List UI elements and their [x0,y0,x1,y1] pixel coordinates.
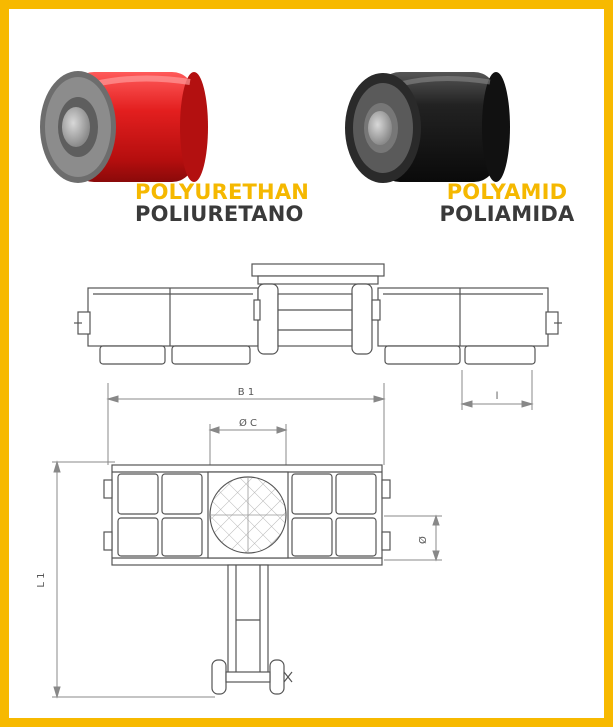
dimension-d [384,514,442,562]
dimension-l [460,370,534,410]
polyamide-label-de: POLYAMID [446,180,568,204]
polyurethane-label-es: POLIURETANO [135,202,304,226]
c-label: Ø C [239,417,257,429]
polyurethane-roller-image [40,71,208,183]
dimension-l1 [52,460,215,699]
polyamide-label-es: POLIAMIDA [439,202,575,226]
polyurethane-label-de: POLYURETHAN [135,180,310,204]
side-view-drawing [74,263,562,365]
d-label: Ø [417,536,429,544]
dimension-c [208,424,288,470]
l1-label: L 1 [36,572,47,587]
polyamide-roller-image [345,72,510,183]
b1-label: B 1 [238,387,254,398]
l-label: l [496,391,499,402]
dimension-b1 [106,383,386,465]
top-view-drawing [103,464,391,695]
